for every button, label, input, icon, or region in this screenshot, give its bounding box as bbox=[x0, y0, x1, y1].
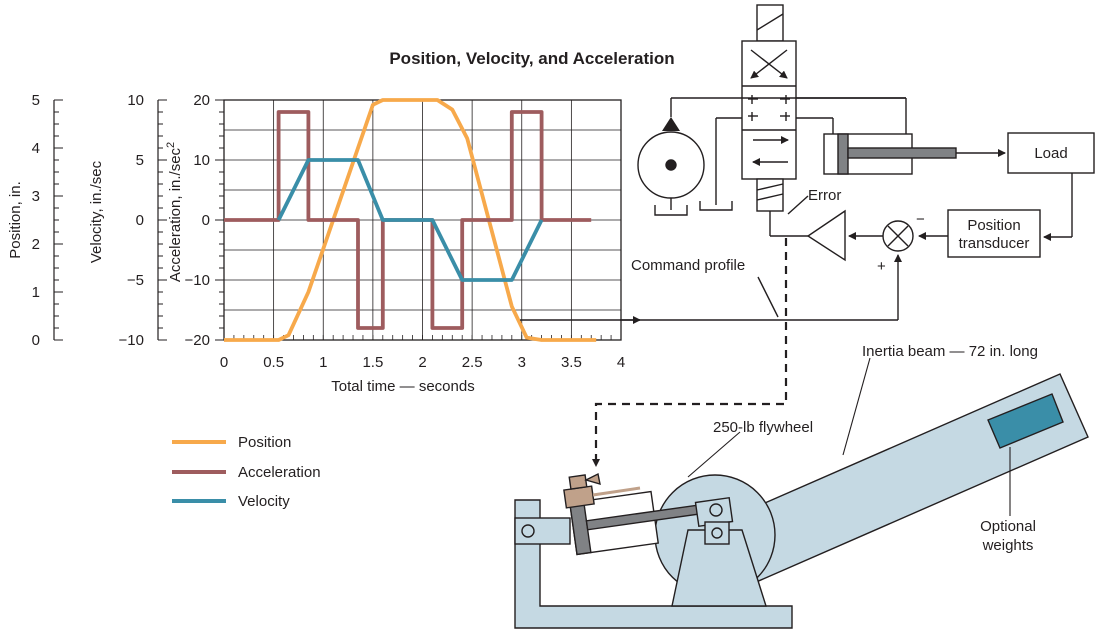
error-label: Error bbox=[808, 187, 841, 204]
rig-frame bbox=[514, 499, 793, 629]
velocity-axis-ticks: −10 −5 0 5 10 bbox=[119, 92, 167, 349]
optional-weights-line2: weights bbox=[982, 537, 1034, 554]
valve-tank bbox=[699, 201, 733, 211]
position-axis-tick-label: 0 bbox=[32, 332, 40, 349]
position-axis-tick-label: 3 bbox=[32, 188, 40, 205]
inertia-beam-leader bbox=[842, 357, 871, 456]
inertia-beam-label: Inertia beam — 72 in. long bbox=[862, 343, 1038, 360]
pump-triangle bbox=[662, 117, 680, 131]
legend-label-velocity: Velocity bbox=[238, 493, 290, 510]
position-axis-tick-label: 5 bbox=[32, 92, 40, 109]
transducer-label-line2: transducer bbox=[959, 235, 1030, 252]
actuator-valve bbox=[563, 485, 595, 509]
acceleration-axis-label-main: Acceleration, in./sec bbox=[167, 147, 184, 282]
valve-cross-arrow-b bbox=[750, 49, 788, 79]
command-profile-leader bbox=[757, 276, 779, 318]
command-profile-label: Command profile bbox=[631, 257, 745, 274]
load-box bbox=[1007, 132, 1095, 174]
velocity-axis-tick-label: 5 bbox=[136, 152, 144, 169]
optional-weight bbox=[987, 393, 1064, 449]
legend-label-position: Position bbox=[238, 434, 291, 451]
load-label: Load bbox=[1034, 145, 1067, 162]
solenoid-diagonal bbox=[756, 13, 784, 31]
position-axis-tick-label: 4 bbox=[32, 140, 40, 157]
series-layer bbox=[224, 98, 597, 342]
acceleration-axis-tick-label: 20 bbox=[193, 92, 210, 109]
optional-weights-line1: Optional bbox=[980, 518, 1036, 535]
velocity-axis-tick-label: −5 bbox=[127, 272, 144, 289]
test-rig bbox=[514, 373, 1089, 629]
position-axis-label: Position, in. bbox=[7, 181, 24, 259]
x-tick-labels: 0 0.5 1 1.5 2 2.5 3 3.5 4 bbox=[220, 354, 625, 371]
x-tick-label: 4 bbox=[617, 354, 625, 371]
pump-tank bbox=[654, 205, 688, 216]
legend-label-acceleration: Acceleration bbox=[238, 464, 321, 481]
x-axis-label: Total time — seconds bbox=[331, 378, 474, 395]
acceleration-axis-label-sup: 2 bbox=[165, 142, 177, 148]
amplifier bbox=[806, 209, 846, 262]
velocity-axis-tick-label: 0 bbox=[136, 212, 144, 229]
series-line-position bbox=[224, 98, 597, 342]
error-leader bbox=[787, 195, 809, 215]
figure-title: Position, Velocity, and Acceleration bbox=[389, 49, 674, 68]
x-tick-label: 1 bbox=[319, 354, 327, 371]
acceleration-axis-label: Acceleration, in./sec2 bbox=[165, 142, 184, 282]
x-tick-label: 3 bbox=[518, 354, 526, 371]
solenoid bbox=[756, 4, 784, 42]
servo-valve bbox=[741, 40, 797, 180]
series-line-velocity bbox=[276, 158, 544, 282]
x-tick-label: 2.5 bbox=[462, 354, 483, 371]
acceleration-axis-tick-label: −20 bbox=[185, 332, 210, 349]
position-axis-tick-label: 2 bbox=[32, 236, 40, 253]
velocity-axis-tick-label: 10 bbox=[127, 92, 144, 109]
position-transducer-box bbox=[947, 209, 1041, 258]
hydraulic-schematic bbox=[520, 4, 1095, 467]
x-tick-label: 2 bbox=[418, 354, 426, 371]
chart-grid bbox=[224, 100, 621, 340]
acceleration-axis-tick-label: −10 bbox=[185, 272, 210, 289]
acceleration-axis-ticks: −20 −10 0 10 20 bbox=[185, 92, 224, 349]
acceleration-axis-tick-label: 0 bbox=[202, 212, 210, 229]
cylinder-rod bbox=[847, 147, 957, 159]
acceleration-axis-tick-label: 10 bbox=[193, 152, 210, 169]
legend: Position Acceleration Velocity bbox=[172, 434, 321, 510]
velocity-axis-label: Velocity, in./sec bbox=[88, 160, 105, 263]
position-axis-tick-label: 1 bbox=[32, 284, 40, 301]
transducer-label-line1: Position bbox=[967, 217, 1020, 234]
cylinder-piston bbox=[837, 133, 849, 175]
x-tick-label: 0.5 bbox=[263, 354, 284, 371]
motion-chart: 0 0.5 1 1.5 2 2.5 3 3.5 4 Total time — seconds 0… bbox=[7, 92, 625, 395]
flywheel-label: 250-lb flywheel bbox=[713, 419, 813, 436]
velocity-axis-tick-label: −10 bbox=[119, 332, 144, 349]
x-tick-label: 3.5 bbox=[561, 354, 582, 371]
minus-sign: − bbox=[916, 211, 925, 228]
position-axis-ticks: 0 1 2 3 4 5 bbox=[32, 92, 63, 349]
x-tick-label: 0 bbox=[220, 354, 228, 371]
pump-center bbox=[665, 159, 677, 171]
x-tick-label: 1.5 bbox=[362, 354, 383, 371]
plus-sign: + bbox=[877, 258, 886, 275]
flywheel-leader bbox=[687, 431, 741, 478]
